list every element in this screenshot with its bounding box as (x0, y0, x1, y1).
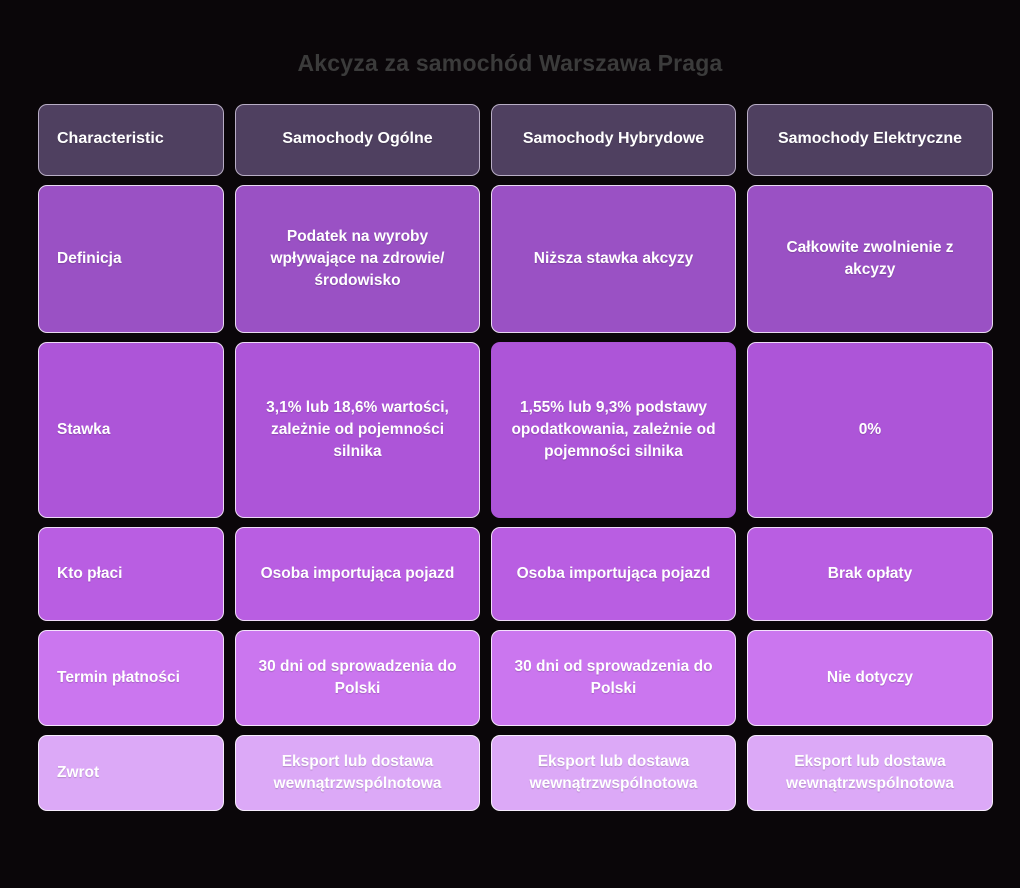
row-label-text: Kto płaci (57, 564, 123, 582)
cell-text: 30 dni od sprowadzenia do Polski (514, 657, 713, 697)
table-row: Definicja Podatek na wyroby wpływające n… (38, 184, 993, 333)
cell-text: Eksport lub dostawa wewnątrzwspólnotowa (273, 752, 442, 792)
cell-kto-placi-hybrydowe: Osoba importująca pojazd (491, 526, 736, 621)
cell-stawka-hybrydowe: 1,55% lub 9,3% podstawy opodatkowania, z… (491, 341, 736, 518)
header-cell-samochody-elektryczne: Samochody Elektryczne (747, 103, 993, 176)
cell-text: 30 dni od sprowadzenia do Polski (258, 657, 457, 697)
cell-definicja-elektryczne: Całkowite zwolnienie z akcyzy (747, 184, 993, 333)
table-row: Zwrot Eksport lub dostawa wewnątrzwspóln… (38, 734, 993, 811)
cell-text: Osoba importująca pojazd (260, 564, 455, 582)
cell-zwrot-ogolne: Eksport lub dostawa wewnątrzwspólnotowa (235, 734, 480, 811)
row-label-definicja: Definicja (38, 184, 224, 333)
header-label-samochody-hybrydowe: Samochody Hybrydowe (522, 130, 705, 148)
page-title: Akcyza za samochód Warszawa Praga (297, 50, 723, 76)
cell-text: 0% (858, 420, 882, 438)
row-label-stawka: Stawka (38, 341, 224, 518)
row-label-text: Stawka (57, 420, 111, 438)
cell-text: Eksport lub dostawa wewnątrzwspólnotowa (529, 752, 698, 792)
row-label-kto-placi: Kto płaci (38, 526, 224, 621)
cell-text: Podatek na wyroby wpływające na zdrowie/… (270, 227, 445, 289)
cell-stawka-ogolne: 3,1% lub 18,6% wartości, zależnie od poj… (235, 341, 480, 518)
table-row: Stawka 3,1% lub 18,6% wartości, zależnie… (38, 341, 993, 518)
header-cell-samochody-ogolne: Samochody Ogólne (235, 103, 480, 176)
cell-text: Osoba importująca pojazd (516, 564, 711, 582)
cell-definicja-hybrydowe: Niższa stawka akcyzy (491, 184, 736, 333)
table-row: Termin płatności 30 dni od sprowadzenia … (38, 629, 993, 726)
table-row: Kto płaci Osoba importująca pojazd Osoba… (38, 526, 993, 621)
row-label-zwrot: Zwrot (38, 734, 224, 811)
cell-zwrot-elektryczne: Eksport lub dostawa wewnątrzwspólnotowa (747, 734, 993, 811)
cell-text: Całkowite zwolnienie z akcyzy (786, 238, 954, 278)
cell-termin-hybrydowe: 30 dni od sprowadzenia do Polski (491, 629, 736, 726)
cell-text: Eksport lub dostawa wewnątrzwspólnotowa (786, 752, 954, 792)
header-cell-samochody-hybrydowe: Samochody Hybrydowe (491, 103, 736, 176)
cell-zwrot-hybrydowe: Eksport lub dostawa wewnątrzwspólnotowa (491, 734, 736, 811)
header-label-samochody-ogolne: Samochody Ogólne (282, 130, 433, 148)
row-label-text: Termin płatności (57, 668, 180, 686)
cell-kto-placi-elektryczne: Brak opłaty (747, 526, 993, 621)
cell-termin-elektryczne: Nie dotyczy (747, 629, 993, 726)
row-label-text: Definicja (57, 249, 122, 267)
cell-kto-placi-ogolne: Osoba importująca pojazd (235, 526, 480, 621)
comparison-table: Characteristic Samochody Ogólne Samochod… (38, 103, 993, 811)
cell-termin-ogolne: 30 dni od sprowadzenia do Polski (235, 629, 480, 726)
header-cell-characteristic: Characteristic (38, 103, 224, 176)
table-header-row: Characteristic Samochody Ogólne Samochod… (38, 103, 993, 176)
cell-text: 1,55% lub 9,3% podstawy opodatkowania, z… (511, 398, 716, 460)
cell-stawka-elektryczne: 0% (747, 341, 993, 518)
cell-text: 3,1% lub 18,6% wartości, zależnie od poj… (266, 398, 449, 460)
header-label-samochody-elektryczne: Samochody Elektryczne (777, 130, 963, 148)
header-label-characteristic: Characteristic (57, 130, 164, 148)
cell-text: Niższa stawka akcyzy (533, 249, 694, 267)
cell-definicja-ogolne: Podatek na wyroby wpływające na zdrowie/… (235, 184, 480, 333)
cell-text: Nie dotyczy (826, 668, 914, 686)
cell-text: Brak opłaty (827, 564, 913, 582)
row-label-text: Zwrot (57, 763, 100, 781)
row-label-termin-platnosci: Termin płatności (38, 629, 224, 726)
